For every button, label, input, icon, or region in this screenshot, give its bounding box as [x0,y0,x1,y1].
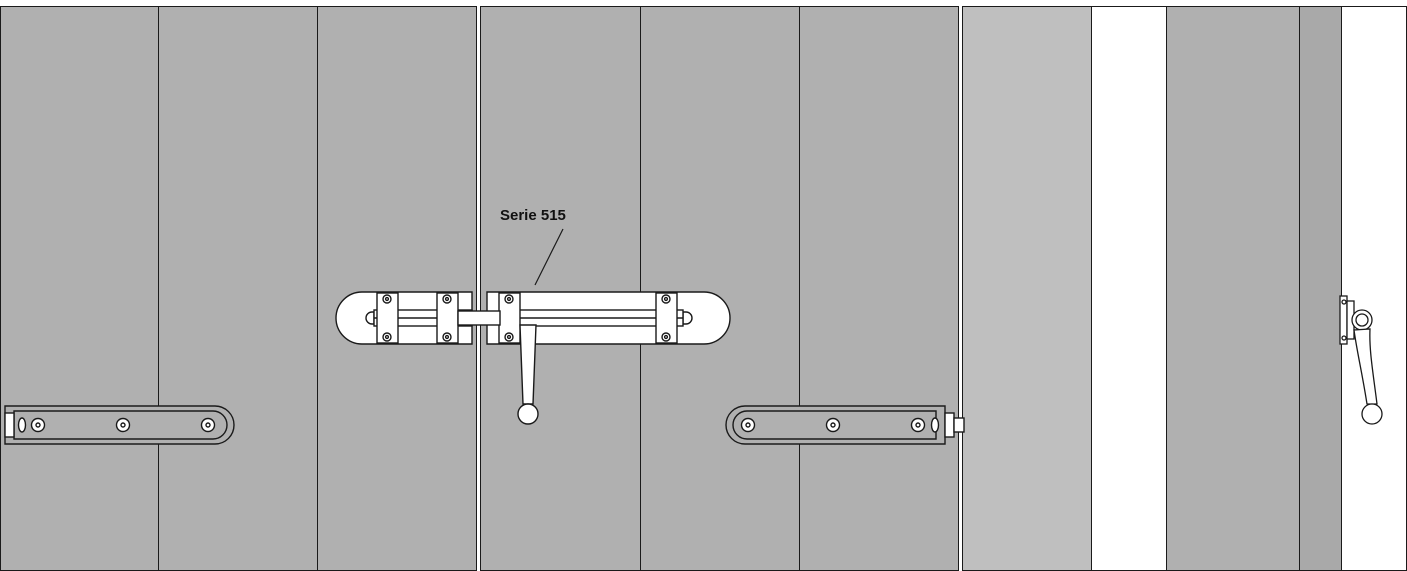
right-shutter-leaf [480,6,959,571]
hinge-strap-icon [725,405,965,445]
left-shutter-leaf [0,6,477,571]
barrel-bolt-icon [335,291,731,425]
side-gap [1091,6,1167,571]
side-panel-light [962,6,1092,571]
screw-head-icon [30,417,216,433]
side-view-bolt-icon [1339,295,1383,425]
bolt-knob-icon [517,403,539,425]
callout: Serie 515 [500,207,566,286]
bolt-handle [519,324,537,405]
callout-leader [534,228,564,286]
screw-head-icon [740,417,926,433]
shutter-panels [0,6,1407,571]
callout-label: Serie 515 [500,207,566,224]
side-edge-white [1341,6,1407,571]
screw-head-icon [382,294,671,342]
hinge-strap-icon [4,405,235,445]
side-panel-dark [1299,6,1342,571]
side-panel-mid [1166,6,1300,571]
